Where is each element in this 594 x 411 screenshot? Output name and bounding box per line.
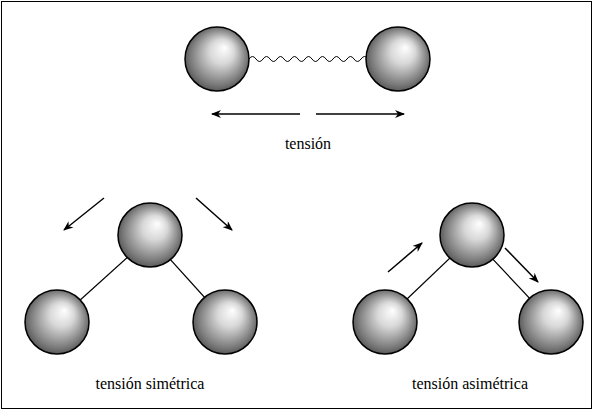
atom — [118, 203, 182, 267]
atom — [366, 27, 430, 91]
motion-arrow — [64, 198, 104, 230]
motion-arrow — [316, 113, 404, 115]
caption-label: tensión — [285, 134, 331, 153]
atom — [353, 290, 417, 354]
atom — [185, 27, 249, 91]
motion-arrow — [196, 198, 232, 230]
spring-bond — [249, 57, 368, 62]
caption-label: tensión asimétrica — [412, 374, 528, 393]
atom — [440, 203, 504, 267]
caption-label: tensión simétrica — [96, 374, 205, 393]
motion-arrow — [505, 248, 538, 282]
motion-arrow — [212, 113, 300, 115]
atom — [25, 290, 89, 354]
motion-arrow — [388, 243, 422, 272]
atom — [193, 290, 257, 354]
atom — [519, 290, 583, 354]
